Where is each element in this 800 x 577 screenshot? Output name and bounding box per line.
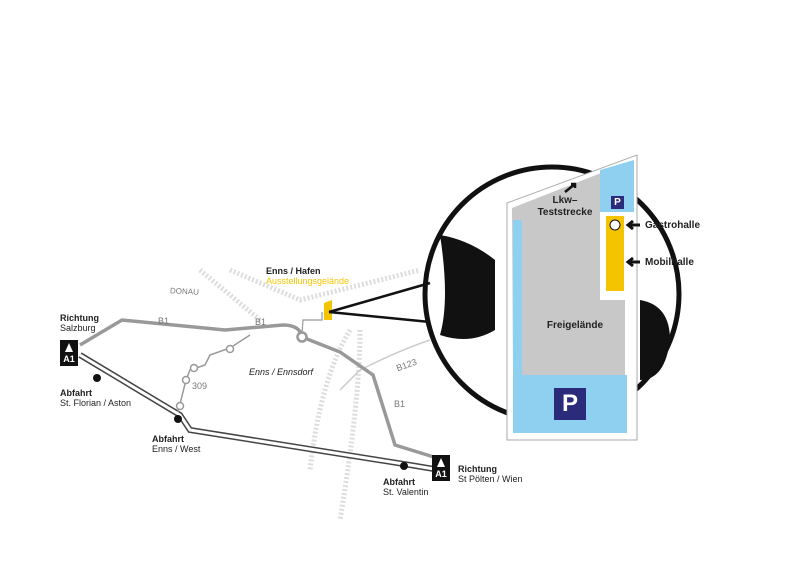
- label-title: Abfahrt: [152, 434, 184, 444]
- restaurant-icon: [609, 219, 621, 231]
- label-sub: St Pölten / Wien: [458, 474, 523, 484]
- label-sub: St. Valentin: [383, 487, 429, 497]
- place-ennsdorf: Enns / Ennsdorf: [249, 367, 314, 377]
- road-b1-label: B1: [158, 316, 170, 326]
- label-sub: Salzburg: [60, 323, 96, 333]
- truck-test-track-label: Lkw– Teststrecke: [537, 195, 593, 218]
- river-label: DONAU: [169, 286, 200, 297]
- gastrohalle-label: Gastrohalle: [645, 220, 701, 231]
- parking-sign-large: P: [554, 388, 586, 420]
- a1-motorway-sign-east: A1: [432, 455, 450, 481]
- road-b1-label: B1: [394, 399, 406, 409]
- a1-label: A1: [63, 354, 75, 364]
- road-309-label: 309: [192, 381, 208, 391]
- label-title: Richtung: [458, 464, 497, 474]
- a1-label: A1: [435, 469, 447, 479]
- exhibition-site-marker: [324, 300, 332, 320]
- label-sub: Enns / West: [152, 444, 201, 454]
- a1-motorway-sign-west: A1: [60, 340, 78, 366]
- freigelaende-label: Freigelände: [546, 320, 604, 331]
- label-sub: St. Florian / Aston: [60, 398, 132, 408]
- arrow-icon: [625, 219, 640, 268]
- label-title: Abfahrt: [60, 388, 92, 398]
- destination-subtitle: Ausstellungsgelände: [266, 276, 350, 286]
- road-b1-label: B1: [255, 317, 267, 327]
- mobilhalle-label: Mobilhalle: [645, 257, 694, 268]
- parking-sign-small: P: [611, 196, 624, 209]
- destination-title: Enns / Hafen: [266, 266, 321, 276]
- arrow-icon: [564, 182, 577, 193]
- label-title: Abfahrt: [383, 477, 415, 487]
- label-title: Richtung: [60, 313, 99, 323]
